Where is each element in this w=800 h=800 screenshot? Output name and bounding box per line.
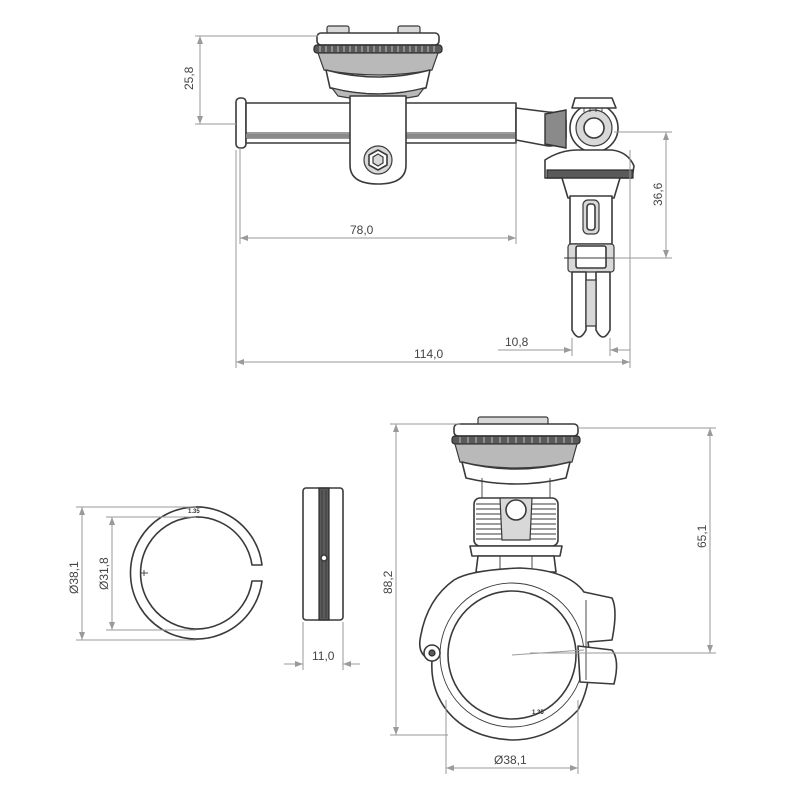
dim-label-25-8: 25,8 [182, 66, 196, 90]
dimension-clamp-width [498, 338, 630, 356]
dim-label-ring-outer: Ø38,1 [67, 561, 81, 594]
shim-ring-side-view: 11,0 [284, 487, 360, 670]
dim-label-65-1: 65,1 [695, 524, 709, 548]
dim-label-10-8: 10,8 [505, 335, 529, 349]
dim-label-78-0: 78,0 [350, 223, 374, 237]
dimension-ring-width [284, 622, 360, 670]
clamp-size-label: 1.35 [532, 710, 544, 716]
shim-ring-front-view: 1.35 Ø38,1 Ø31,8 [67, 506, 263, 641]
dimension-mount-upper-height [530, 427, 716, 654]
dimension-mount-total-height [390, 423, 460, 736]
clamp-mount-view: 1.35 88,2 65,1 Ø38,1 [381, 416, 716, 774]
elbow-joint [515, 97, 619, 153]
dimension-ring-outer [76, 506, 196, 641]
dim-label-88-2: 88,2 [381, 570, 395, 594]
dimension-overall-length [235, 150, 631, 368]
mount-head [313, 25, 443, 101]
dim-label-clamp-diameter: Ø38,1 [494, 753, 527, 767]
dim-label-11-0: 11,0 [312, 649, 335, 663]
arm-mount-view: 25,8 78,0 36,6 10,8 [182, 25, 672, 368]
dimension-ring-inner [106, 516, 196, 631]
dimension-clamp-diameter [445, 700, 579, 774]
dim-label-36-6: 36,6 [651, 182, 665, 206]
dim-label-ring-inner: Ø31,8 [97, 557, 111, 590]
ring-size-label: 1.35 [188, 509, 200, 515]
mount-stem [349, 95, 407, 185]
dimension-height-top [195, 35, 318, 125]
dimension-arm-length [239, 144, 517, 244]
dim-label-114-0: 114,0 [414, 347, 443, 361]
dimension-clamp-height [614, 131, 672, 259]
bar-clamp [544, 149, 635, 338]
